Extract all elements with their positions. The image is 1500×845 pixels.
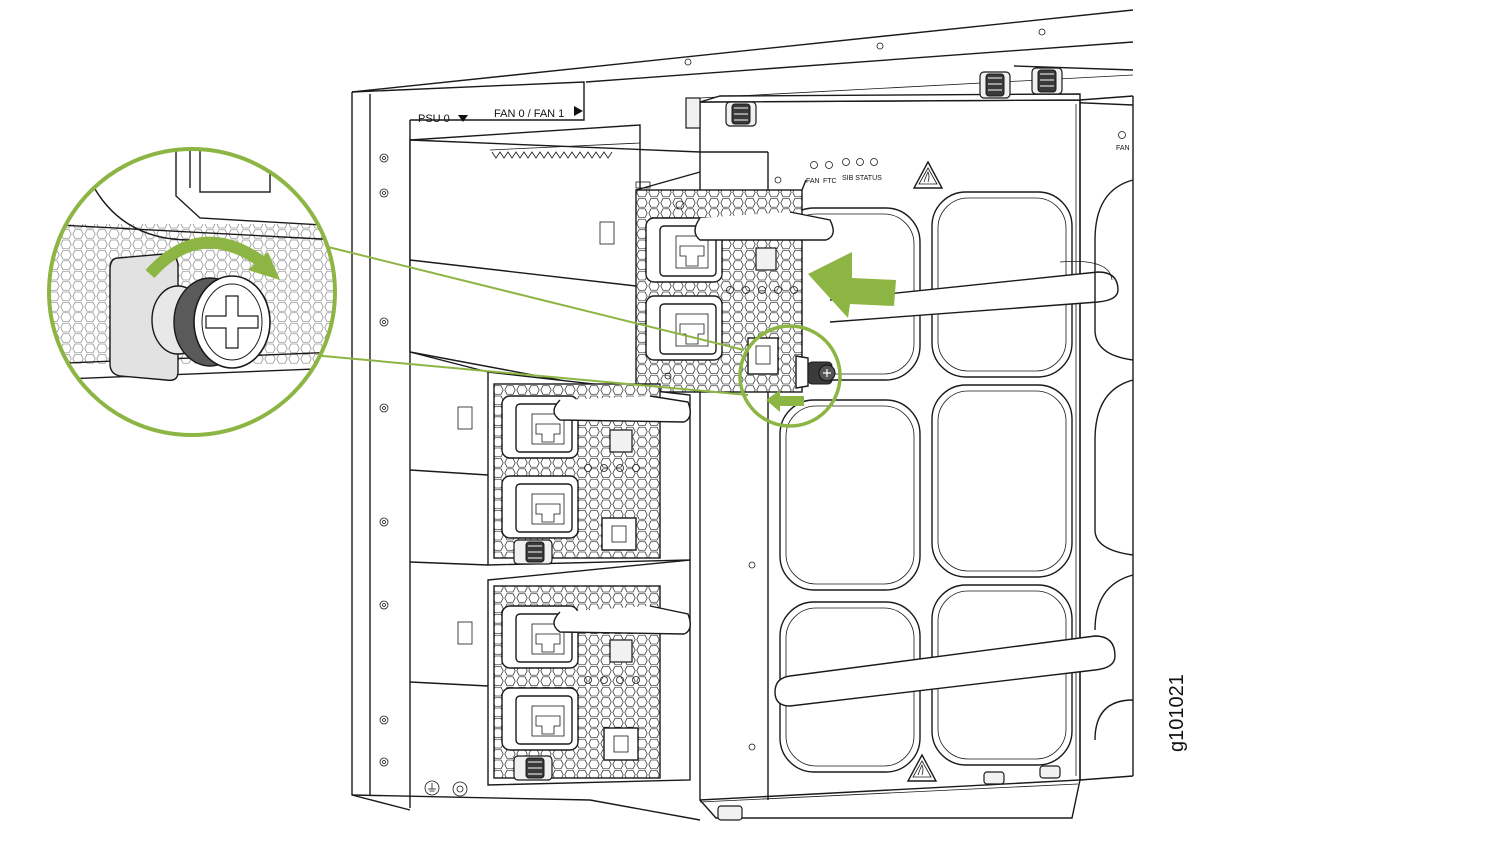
rotate-arrow-head-icon <box>248 252 280 280</box>
rail-screw-holes <box>379 153 389 767</box>
psu-leds <box>584 464 640 472</box>
ac-inlet <box>501 475 579 539</box>
fan-label: FAN 0 / FAN 1 <box>494 106 583 120</box>
captive-screw-icon <box>725 101 757 127</box>
svg-text:FAN: FAN <box>806 178 820 185</box>
captive-screw-icon <box>979 71 1011 99</box>
captive-screw-icon <box>513 755 553 781</box>
psu-label: PSU 0 <box>418 113 468 125</box>
fan-tray-leds: FAN FTC SIB STATUS <box>806 158 882 185</box>
ac-inlet <box>501 687 579 751</box>
svg-text:FAN 0 / FAN 1: FAN 0 / FAN 1 <box>494 108 564 120</box>
captive-screw-icon <box>795 355 836 389</box>
chassis-top <box>351 9 1134 106</box>
adjacent-fan-module: FAN <box>1094 131 1134 741</box>
figure-id: g101021 <box>1166 674 1188 752</box>
push-screw-arrow-icon <box>766 390 804 412</box>
zoom-detail <box>47 147 749 437</box>
psu-module-installed <box>487 559 691 786</box>
psu-module-installed <box>487 371 691 566</box>
tighten-rotate-arrow-icon <box>145 236 266 279</box>
fan-tray-handle-lower <box>774 635 1116 707</box>
bottom-screws <box>717 765 1061 821</box>
warning-triangle-icon <box>912 160 944 189</box>
fan-tray-handle-upper <box>829 261 1119 323</box>
svg-text:FAN: FAN <box>1116 145 1130 152</box>
psu-leds <box>584 676 640 684</box>
captive-screw-icon <box>1031 67 1063 95</box>
screw-highlight-circle <box>738 324 842 428</box>
ground-symbol-icon <box>424 780 440 796</box>
warning-triangle-icon <box>906 753 938 782</box>
svg-text:SIB STATUS: SIB STATUS <box>842 175 882 182</box>
ac-inlet <box>645 295 723 361</box>
fan-tray-top-screws <box>685 67 1063 129</box>
psu-leds <box>726 286 798 294</box>
insert-arrow-icon <box>808 252 896 318</box>
svg-text:FTC: FTC <box>823 178 837 185</box>
captive-screw-icon <box>513 539 553 565</box>
fan-grille <box>779 191 1073 773</box>
psu-bay <box>351 351 701 821</box>
svg-text:PSU 0: PSU 0 <box>418 113 450 125</box>
down-triangle-icon <box>458 115 468 122</box>
right-triangle-icon <box>574 106 583 116</box>
